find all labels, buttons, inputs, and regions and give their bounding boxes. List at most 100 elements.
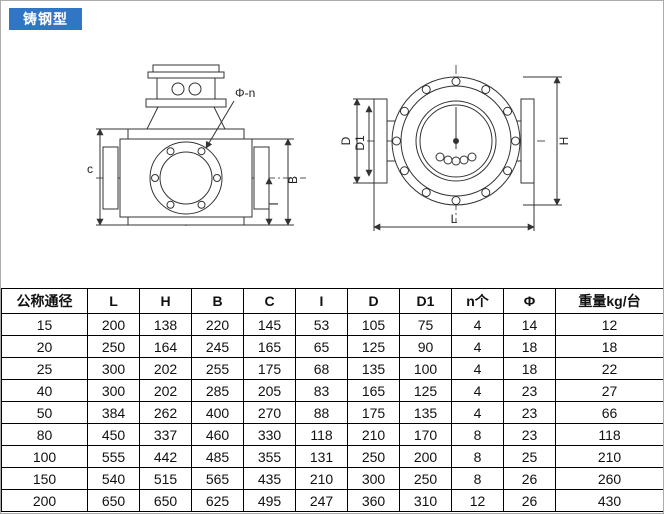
front-view-center-flange xyxy=(149,141,223,215)
table-cell: 450 xyxy=(87,423,140,446)
table-cell: 26 xyxy=(503,489,556,512)
table-cell: 138 xyxy=(139,313,192,336)
table-cell: 18 xyxy=(555,335,663,358)
dim-label-b: B xyxy=(286,176,300,184)
table-cell: 200 xyxy=(87,313,140,336)
register-window-left xyxy=(171,82,185,96)
side-view-dimensions xyxy=(353,76,562,231)
table-cell: 150 xyxy=(1,467,88,490)
table-cell: 165 xyxy=(347,379,400,402)
table-cell: 15 xyxy=(1,313,88,336)
dim-label-d1: D1 xyxy=(353,135,367,151)
table-cell: 210 xyxy=(295,467,348,490)
table-cell: 170 xyxy=(399,423,452,446)
table-cell: 515 xyxy=(139,467,192,490)
table-cell: 131 xyxy=(295,445,348,468)
table-cell: 23 xyxy=(503,401,556,424)
table-cell: 435 xyxy=(243,467,296,490)
table-cell: 50 xyxy=(1,401,88,424)
table-cell: 255 xyxy=(191,357,244,380)
dim-label-phi-n: Φ-n xyxy=(235,86,255,100)
outlet-flange xyxy=(520,98,535,184)
column-header: Φ xyxy=(503,288,556,314)
dim-label-i: I xyxy=(267,202,281,205)
table-cell: 23 xyxy=(503,423,556,446)
table-cell: 337 xyxy=(139,423,192,446)
table-cell: 25 xyxy=(1,357,88,380)
table-cell: 8 xyxy=(451,467,504,490)
table-cell: 90 xyxy=(399,335,452,358)
side-view-dial xyxy=(415,100,497,182)
table-cell: 65 xyxy=(295,335,348,358)
left-pipe-flange xyxy=(102,146,119,210)
table-cell: 83 xyxy=(295,379,348,402)
table-cell: 210 xyxy=(347,423,400,446)
table-cell: 40 xyxy=(1,379,88,402)
dim-label-d: D xyxy=(339,136,353,145)
table-cell: 22 xyxy=(555,357,663,380)
table-cell: 4 xyxy=(451,357,504,380)
table-cell: 330 xyxy=(243,423,296,446)
table-cell: 555 xyxy=(87,445,140,468)
table-cell: 135 xyxy=(347,357,400,380)
table-cell: 565 xyxy=(191,467,244,490)
dim-label-h: H xyxy=(557,137,571,146)
table-cell: 384 xyxy=(87,401,140,424)
table-cell: 12 xyxy=(451,489,504,512)
table-cell: 247 xyxy=(295,489,348,512)
table-cell: 105 xyxy=(347,313,400,336)
table-cell: 14 xyxy=(503,313,556,336)
table-cell: 625 xyxy=(191,489,244,512)
table-cell: 540 xyxy=(87,467,140,490)
table-cell: 8 xyxy=(451,445,504,468)
table-cell: 355 xyxy=(243,445,296,468)
table-cell: 18 xyxy=(503,357,556,380)
table-cell: 300 xyxy=(87,379,140,402)
table-cell: 650 xyxy=(87,489,140,512)
table-cell: 460 xyxy=(191,423,244,446)
table-cell: 360 xyxy=(347,489,400,512)
table-cell: 442 xyxy=(139,445,192,468)
table-cell: 250 xyxy=(347,445,400,468)
column-header: B xyxy=(191,288,244,314)
table-cell: 100 xyxy=(1,445,88,468)
table-cell: 23 xyxy=(503,379,556,402)
table-cell: 175 xyxy=(243,357,296,380)
table-cell: 205 xyxy=(243,379,296,402)
table-cell: 27 xyxy=(555,379,663,402)
table-cell: 495 xyxy=(243,489,296,512)
table-cell: 75 xyxy=(399,313,452,336)
column-header: n个 xyxy=(451,288,504,314)
table-cell: 260 xyxy=(555,467,663,490)
table-cell: 250 xyxy=(87,335,140,358)
register-window-right xyxy=(188,82,202,96)
table-cell: 12 xyxy=(555,313,663,336)
table-cell: 202 xyxy=(139,379,192,402)
column-header: I xyxy=(295,288,348,314)
column-header: H xyxy=(139,288,192,314)
table-cell: 175 xyxy=(347,401,400,424)
table-cell: 8 xyxy=(451,423,504,446)
table-cell: 88 xyxy=(295,401,348,424)
table-cell: 80 xyxy=(1,423,88,446)
table-cell: 100 xyxy=(399,357,452,380)
table-cell: 4 xyxy=(451,313,504,336)
table-cell: 25 xyxy=(503,445,556,468)
table-cell: 4 xyxy=(451,401,504,424)
side-view-flanges xyxy=(373,98,535,184)
table-cell: 4 xyxy=(451,379,504,402)
table-cell: 53 xyxy=(295,313,348,336)
table-cell: 200 xyxy=(399,445,452,468)
table-cell: 20 xyxy=(1,335,88,358)
table-cell: 135 xyxy=(399,401,452,424)
table-cell: 485 xyxy=(191,445,244,468)
